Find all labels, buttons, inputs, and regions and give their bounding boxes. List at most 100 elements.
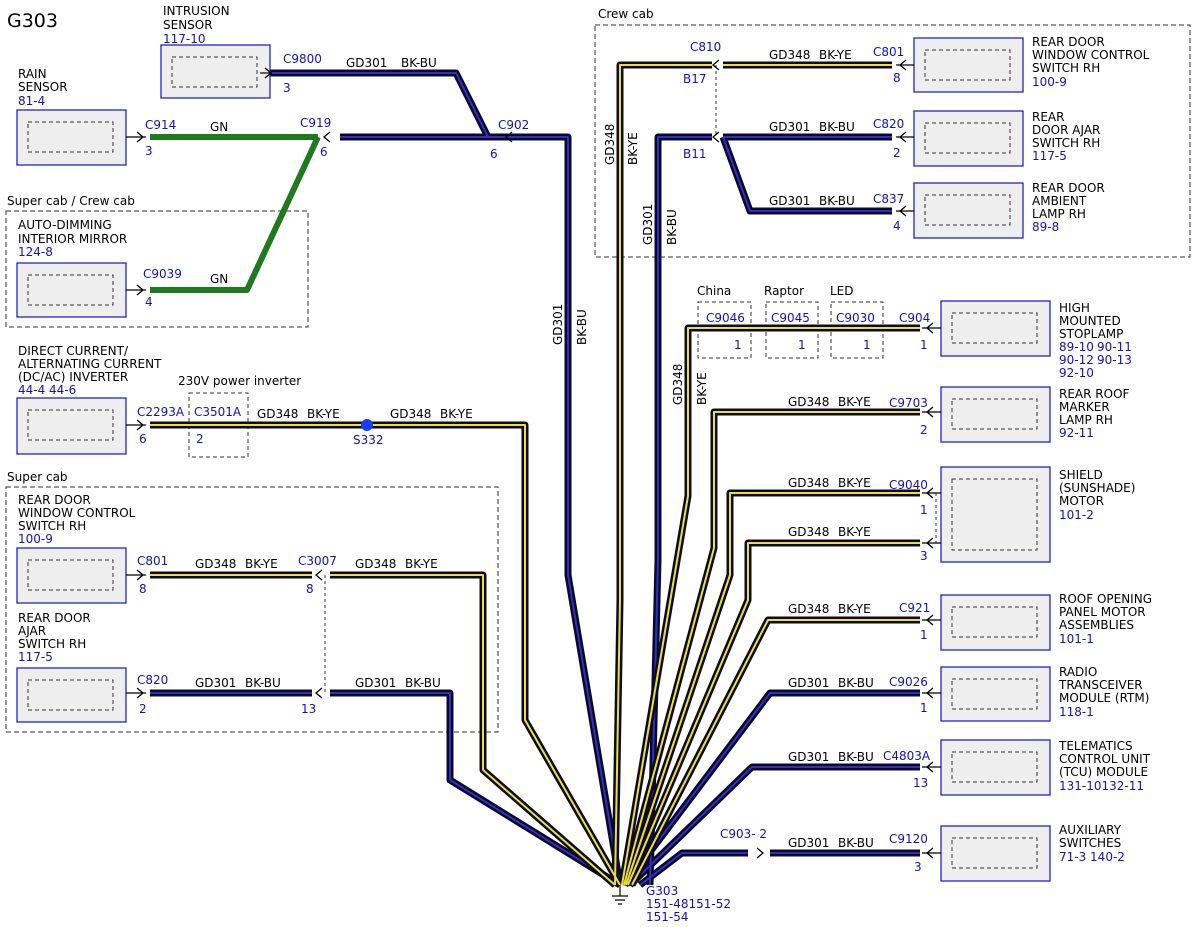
svg-text:MOTOR: MOTOR [1059,494,1104,508]
stoplamp-ref-1[interactable]: 89-10 [1059,340,1094,354]
svg-text:90-11[interactable]: 90-11 [1097,340,1132,354]
svg-text:BK-YE: BK-YE [307,407,340,421]
svg-text:SWITCH RH: SWITCH RH [18,637,86,651]
svg-text:GD348: GD348 [195,557,236,571]
ground-ref-2[interactable]: 151-54 [646,910,689,924]
sc-c820-label: C820 [137,673,168,687]
svg-text:DOOR AJAR: DOOR AJAR [1032,123,1100,137]
aux-switches-ref[interactable]: 71-3 140-2 [1059,850,1125,864]
svg-text:WINDOW CONTROL: WINDOW CONTROL [1032,48,1150,62]
marker-lamp-name: REAR ROOF [1059,387,1130,401]
svg-text:92-10[interactable]: 92-10 [1059,366,1094,380]
svg-text:BK-YE: BK-YE [838,395,871,409]
c3501a-label: C3501A [194,405,242,419]
mirror-name: AUTO-DIMMING [18,218,112,232]
svg-text:GD348: GD348 [788,476,829,490]
c9120-label: C9120 [889,832,928,846]
svg-text:GD301: GD301 [788,750,829,764]
c9026-label: C9026 [889,675,928,689]
diagram-title: G303 [7,10,58,32]
svg-text:TRANSCEIVER: TRANSCEIVER [1058,678,1143,692]
svg-text:GD348: GD348 [257,407,298,421]
sc-window-switch-box[interactable] [16,547,127,604]
svg-text:8: 8 [306,582,314,596]
svg-text:(TCU) MODULE: (TCU) MODULE [1059,765,1148,779]
cc-window-switch-ref[interactable]: 100-9 [1032,75,1067,89]
mirror-box[interactable] [16,262,127,318]
cc-ajar-switch-name: REAR [1032,110,1064,124]
svg-text:INTERIOR MIRROR: INTERIOR MIRROR [18,232,127,246]
svg-text:B11: B11 [683,147,707,161]
svg-text:90-12[interactable]: 90-12 [1059,353,1094,367]
svg-text:13: 13 [913,776,928,790]
rain-sensor-box[interactable] [16,109,127,166]
svg-text:BK-YE: BK-YE [626,132,640,165]
c902-label: C902 [498,118,529,132]
rain-sensor-ref[interactable]: 81-4 [18,94,45,108]
svg-text:1: 1 [863,338,871,352]
svg-text:6: 6 [320,145,328,159]
svg-text:SWITCH RH: SWITCH RH [18,519,86,533]
svg-text:GD301: GD301 [788,676,829,690]
sc-ajar-switch-box[interactable] [16,667,127,723]
cc-ambient-lamp-ref[interactable]: 89-8 [1032,220,1059,234]
sc-c801-label: C801 [137,554,168,568]
intrusion-sensor-ref[interactable]: 117-10 [163,32,206,46]
c921-label: C921 [899,601,930,615]
svg-text:BK-BU: BK-BU [401,56,437,70]
svg-text:2: 2 [196,432,204,446]
svg-text:4: 4 [893,219,901,233]
svg-text:90-13[interactable]: 90-13 [1097,353,1132,367]
sc-ajar-switch-ref[interactable]: 117-5 [18,650,53,664]
marker-lamp-box[interactable] [940,386,1051,443]
crew-cab-group [594,24,1191,258]
roof-panel-motor-ref[interactable]: 101-1 [1059,632,1094,646]
s332-splice [361,419,373,431]
svg-text:3: 3 [145,144,153,158]
cc-window-switch-box[interactable] [913,37,1024,93]
svg-text:GD301: GD301 [641,204,655,245]
svg-text:BK-YE: BK-YE [838,525,871,539]
svg-text:BK-YE: BK-YE [695,372,709,405]
ground-ref-1[interactable]: 151-48151-52 [646,897,731,911]
cc-ambient-lamp-box[interactable] [913,182,1024,239]
sc-window-switch-ref[interactable]: 100-9 [18,532,53,546]
inverter-box[interactable] [16,397,127,455]
cc-ambient-lamp-name: REAR DOOR [1032,181,1105,195]
svg-text:8: 8 [893,71,901,85]
marker-lamp-ref[interactable]: 92-11 [1059,426,1094,440]
cc-c820-label: C820 [873,117,904,131]
cc-ajar-switch-ref[interactable]: 117-5 [1032,149,1067,163]
svg-text:MARKER: MARKER [1059,400,1110,414]
svg-text:(DC/AC) INVERTER: (DC/AC) INVERTER [18,370,128,384]
svg-text:BK-BU: BK-BU [245,676,281,690]
tcu-ref[interactable]: 131-10132-11 [1059,779,1144,793]
svg-text:BK-BU: BK-BU [819,120,855,134]
mirror-ref[interactable]: 124-8 [18,245,53,259]
sc-ajar-switch-name: REAR DOOR [18,611,91,625]
intrusion-sensor-box[interactable] [160,44,271,99]
super-crew-cab-label: Super cab / Crew cab [7,194,135,208]
svg-text:GD348: GD348 [671,364,685,405]
shield-motor-box[interactable] [940,466,1051,563]
stoplamp-box[interactable] [940,300,1051,357]
rtm-box[interactable] [940,666,1051,722]
tcu-box[interactable] [940,739,1051,796]
aux-switches-box[interactable] [940,825,1051,882]
svg-text:6: 6 [139,432,147,446]
sc-window-switch-name: REAR DOOR [18,493,91,507]
c810-label: C810 [690,40,721,54]
c9039-label: C9039 [143,267,182,281]
svg-text:B17: B17 [683,72,707,86]
ground-g303 [612,885,628,905]
c3007-label: C3007 [298,554,337,568]
roof-panel-motor-name: ROOF OPENING [1059,592,1152,606]
shield-motor-ref[interactable]: 101-2 [1059,508,1094,522]
roof-panel-motor-box[interactable] [940,594,1051,651]
rtm-ref[interactable]: 118-1 [1059,705,1094,719]
cc-ajar-switch-box[interactable] [913,110,1024,167]
svg-text:AMBIENT: AMBIENT [1032,194,1087,208]
inverter-ref[interactable]: 44-4 44-6 [18,383,76,397]
svg-text:MOUNTED: MOUNTED [1059,314,1121,328]
